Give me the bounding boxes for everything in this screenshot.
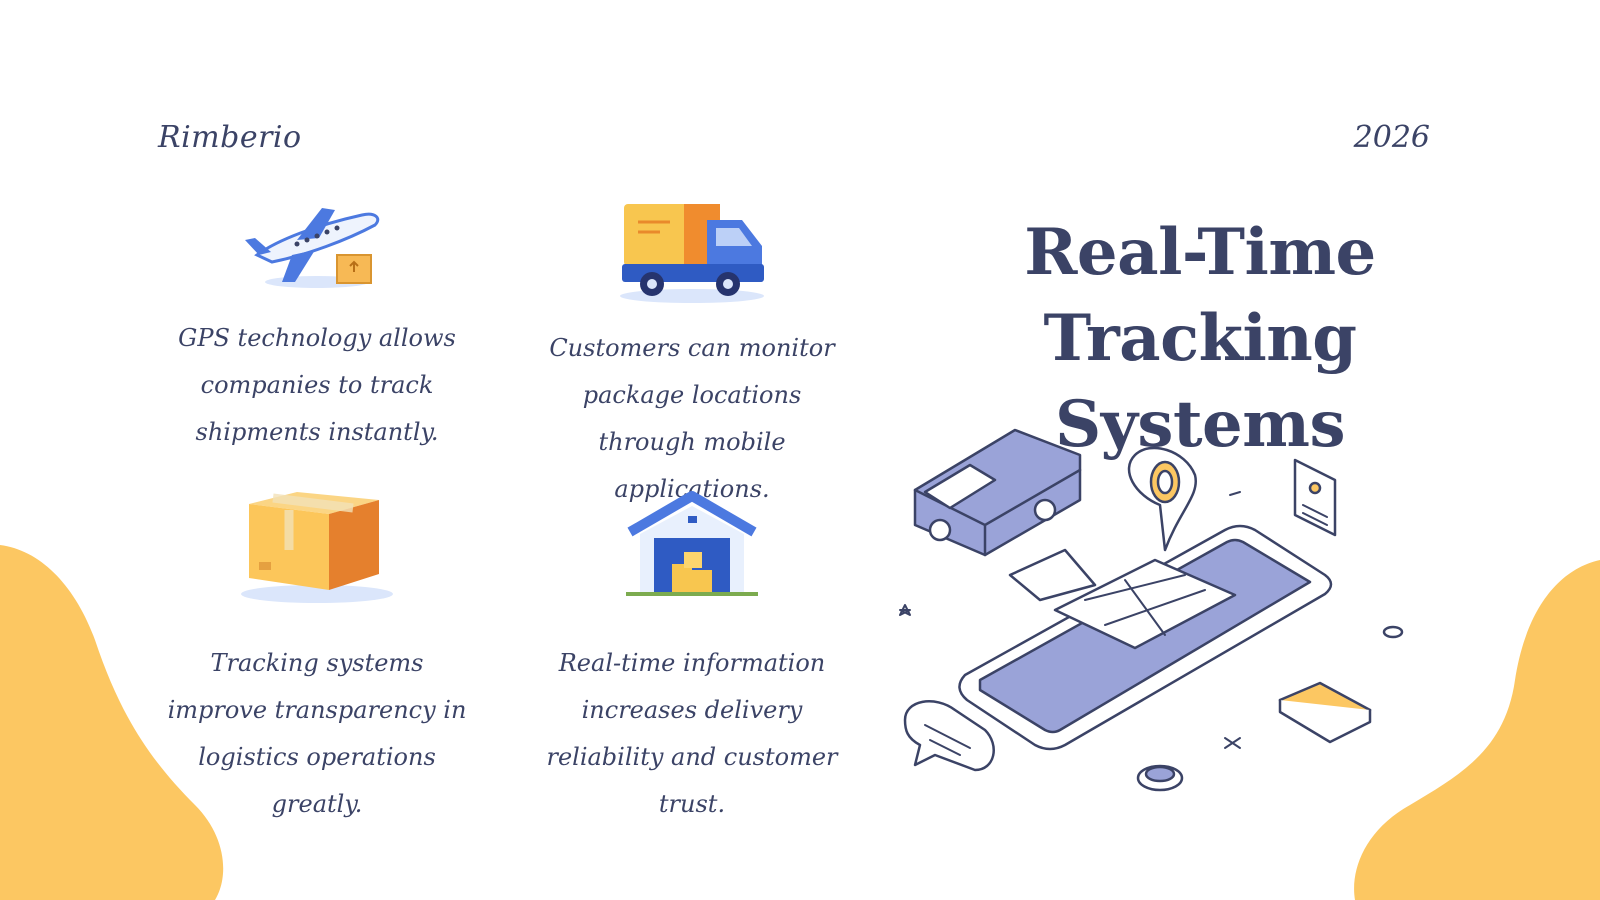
- delivery-truck-icon: [620, 204, 764, 303]
- title-line-1: Real-Time: [1024, 215, 1376, 290]
- warehouse-icon: [626, 491, 758, 596]
- decorative-blob-right: [1354, 560, 1600, 900]
- feature-text-reliability: Real-time information increases delivery…: [546, 649, 838, 818]
- feature-card-reliability: Real-time information increases delivery…: [532, 490, 852, 828]
- page-title: Real-Time Tracking Systems: [940, 210, 1460, 468]
- feature-card-transparency: Tracking systems improve transparency in…: [157, 490, 477, 828]
- feature-text-monitor: Customers can monitor package locations …: [549, 334, 835, 503]
- decorative-blob-left: [0, 545, 224, 900]
- feature-text-gps: GPS technology allows companies to track…: [178, 324, 456, 446]
- feature-text-transparency: Tracking systems improve transparency in…: [167, 649, 467, 818]
- feature-card-monitor: Customers can monitor package locations …: [532, 200, 852, 513]
- title-line-2: Tracking Systems: [1043, 301, 1357, 462]
- feature-card-gps: GPS technology allows companies to track…: [157, 200, 477, 456]
- brand-name: Rimberio: [158, 120, 302, 155]
- cardboard-box-icon: [241, 492, 393, 603]
- airplane-package-icon: [245, 208, 380, 288]
- year-label: 2026: [1353, 120, 1430, 155]
- phone-map-tracking-illustration: [899, 428, 1404, 792]
